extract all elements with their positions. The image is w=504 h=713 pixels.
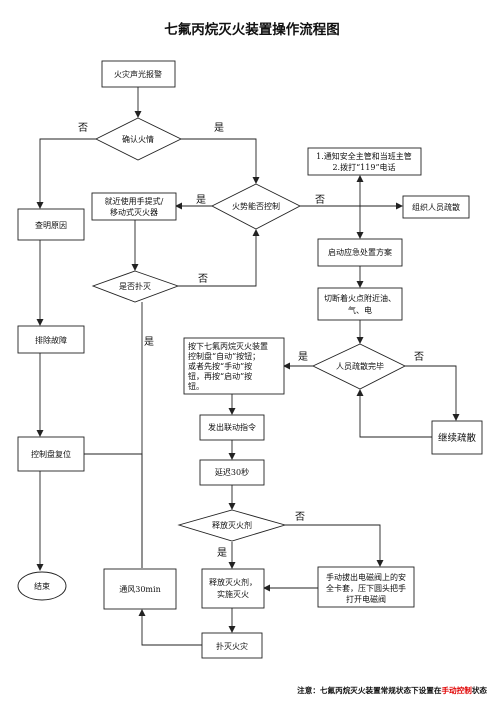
node-extinguished [91,270,180,303]
node-release-agent [177,509,287,542]
edge-label-extinguished-yes: 是 [144,336,154,348]
label-press-line2: 控制盘“自动”按钮； [188,351,260,361]
node-linkage-cmd [199,414,265,441]
edge-label-extinguished-no: 否 [198,273,208,285]
edge-label-confirm-no: 否 [78,122,88,134]
label-troubleshoot: 排除故障 [35,335,67,345]
label-press-line1: 按下七氟丙烷灭火装置 [188,341,268,351]
node-end [17,571,67,601]
note-highlight: 手动控制 [441,685,472,695]
label-ventilate: 通风30min [119,584,160,594]
label-notify-line2: 2.拨打“119”电话 [332,162,395,172]
node-troubleshoot [17,325,85,354]
node-portable-extinguisher [91,192,177,221]
label-press-line4: 钮，再按“启动”按 [188,371,252,381]
edge-label-release-no: 否 [295,511,305,523]
node-panel-reset [17,436,85,472]
node-fire-out [201,632,263,659]
label-check-cause: 查明原因 [35,220,67,230]
edge-extinguished-no [178,229,260,287]
label-notify-line1: 1.通知安全主管和当班主管 [316,151,412,161]
node-fire-controllable [211,183,301,230]
node-fire-alarm [101,60,176,88]
node-organize-evac [402,195,470,219]
edge-label-control-no: 否 [315,194,325,206]
note-suffix: 状态 [472,685,488,695]
label-continue-evac: 继续疏散 [438,432,477,444]
label-evac-done: 人员疏散完毕 [336,361,384,371]
label-emergency-plan: 启动应急处置方案 [328,247,392,257]
label-release-ext-line1: 释放灭火剂， [209,577,257,587]
label-release-agent: 释放灭火剂 [212,520,252,530]
node-cut-fuel [317,287,403,321]
label-manual-line2: 全卡套，压下圆头把手 [326,583,406,593]
label-confirm-fire: 确认火情 [122,134,154,144]
edge-ventilate-reset [61,450,143,568]
note-prefix: 注意：七氟丙烷灭火装置常规状态下设置在 [297,685,442,695]
edge-continue-loop [356,389,432,438]
label-press-line5: 钮。 [188,381,204,391]
edge-label-confirm-yes: 是 [214,122,224,134]
label-release-ext-line2: 实施灭火 [217,589,249,599]
node-notify [307,147,422,176]
edge-label-evac-no: 否 [414,351,424,363]
edge-label-release-yes: 是 [217,547,227,559]
edge-label-evac-yes: 是 [298,351,308,363]
edge-fireout-ventilate [138,609,202,646]
node-check-cause [17,208,85,241]
node-confirm-fire [94,117,183,161]
edge-release-no [285,524,384,567]
label-portable-ext-line1: 就近使用手提式/ [105,196,164,206]
label-panel-reset: 控制盘复位 [31,449,71,459]
node-manual-release [317,566,415,608]
label-end: 结束 [34,581,50,591]
edge-label-portable-yes: 是 [196,194,206,206]
label-delay: 延迟30秒 [215,467,249,477]
node-continue-evac [431,420,483,455]
label-extinguished: 是否扑灭 [119,281,151,291]
node-evac-done [311,343,407,390]
label-fire-alarm: 火灾声光报警 [114,69,162,79]
node-delay [199,459,265,486]
label-linkage-cmd: 发出联动指令 [208,422,256,432]
label-fire-controllable: 火势能否控制 [232,201,280,211]
label-manual-line3: 打开电磁阀 [346,594,386,604]
connectors [36,87,460,646]
node-labels: 火灾声光报警 确认火情 查明原因 排除故障 控制盘复位 结束 就近使用手提式/ … [31,69,476,651]
edge-confirm-yes [181,138,260,184]
label-cut-fuel-line2: 气、电 [348,305,372,315]
footer-note: 注意：七氟丙烷灭火装置常规状态下设置在手动控制状态 [297,685,487,695]
label-manual-line1: 手动拔出电磁阀上的安 [326,572,406,582]
edge-labels: 否 是 是 否 否 是 是 否 否 是 [78,122,424,559]
node-release-extinguish [201,568,265,609]
node-press-button [183,337,285,395]
label-cut-fuel-line1: 切断着火点附近油、 [324,293,396,303]
label-organize-evac: 组织人员疏散 [412,202,460,212]
edge-confirm-no [36,138,96,209]
label-fire-out: 扑灭火灾 [216,641,248,651]
edge-evac-no [405,365,460,421]
label-press-line3: 或者先按“手动”按 [188,361,252,371]
page-title: 七氟丙烷灭火装置操作流程图 [164,21,340,38]
label-portable-ext-line2: 移动式灭火器 [110,207,158,217]
node-ventilate [103,568,177,610]
node-emergency-plan [317,238,403,267]
